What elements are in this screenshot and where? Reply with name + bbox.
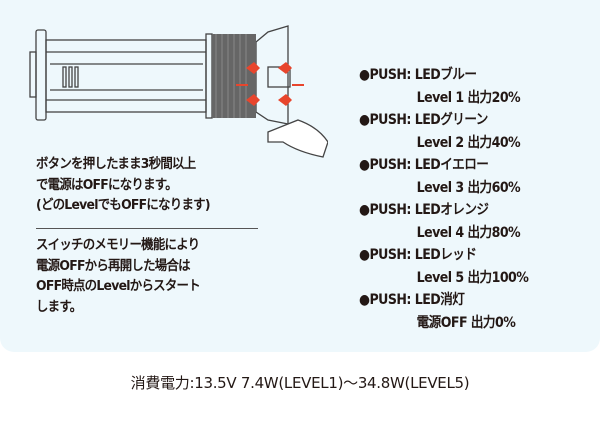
note-line: ボタンを押したまま3秒間以上 bbox=[36, 156, 196, 172]
mode-detail: 電源OFF 出力0% bbox=[416, 314, 516, 331]
mode-detail: Level 2 出力40% bbox=[416, 134, 521, 151]
device-illustration bbox=[29, 25, 328, 158]
mode-detail: Level 1 出力20% bbox=[416, 89, 521, 106]
note-line: します。 bbox=[36, 298, 82, 315]
power-consumption-caption: 消費電力:13.5V 7.4W(LEVEL1)〜34.8W(LEVEL5) bbox=[130, 374, 470, 392]
mode-push: ●PUSH: LEDイエロー bbox=[359, 157, 489, 173]
note-line: (どのLevelでもOFFになります) bbox=[36, 197, 211, 213]
mode-push: ●PUSH: LEDグリーン bbox=[359, 112, 488, 128]
mode-detail: Level 3 出力60% bbox=[416, 179, 521, 196]
instruction-panel: ボタンを押したまま3秒間以上 で電源はOFFになります。 (どのLevelでもO… bbox=[0, 0, 600, 352]
mode-push: ●PUSH: LEDブルー bbox=[359, 67, 477, 83]
mode-list: ●PUSH: LEDブルー Level 1 出力20% ●PUSH: LEDグリ… bbox=[359, 64, 547, 334]
mode-push: ●PUSH: LED消灯 bbox=[359, 292, 465, 308]
mode-push: ●PUSH: LEDオレンジ bbox=[359, 202, 489, 218]
hold-to-power-off-note: ボタンを押したまま3秒間以上 で電源はOFFになります。 (どのLevelでもO… bbox=[36, 154, 211, 216]
divider bbox=[36, 228, 258, 229]
mode-push: ●PUSH: LEDレッド bbox=[359, 247, 477, 263]
note-line: 電源OFFから再開した場合は bbox=[36, 257, 191, 274]
mode-detail: Level 5 出力100% bbox=[416, 269, 529, 286]
mode-detail: Level 4 出力80% bbox=[416, 224, 521, 241]
memory-function-note: スイッチのメモリー機能により 電源OFFから再開した場合は OFF時点のLeve… bbox=[36, 235, 201, 317]
note-line: スイッチのメモリー機能により bbox=[36, 237, 200, 253]
press-indicator-icon bbox=[236, 62, 304, 106]
note-line: で電源はOFFになります。 bbox=[36, 176, 178, 193]
note-line: OFF時点のLevelからスタート bbox=[36, 278, 201, 294]
